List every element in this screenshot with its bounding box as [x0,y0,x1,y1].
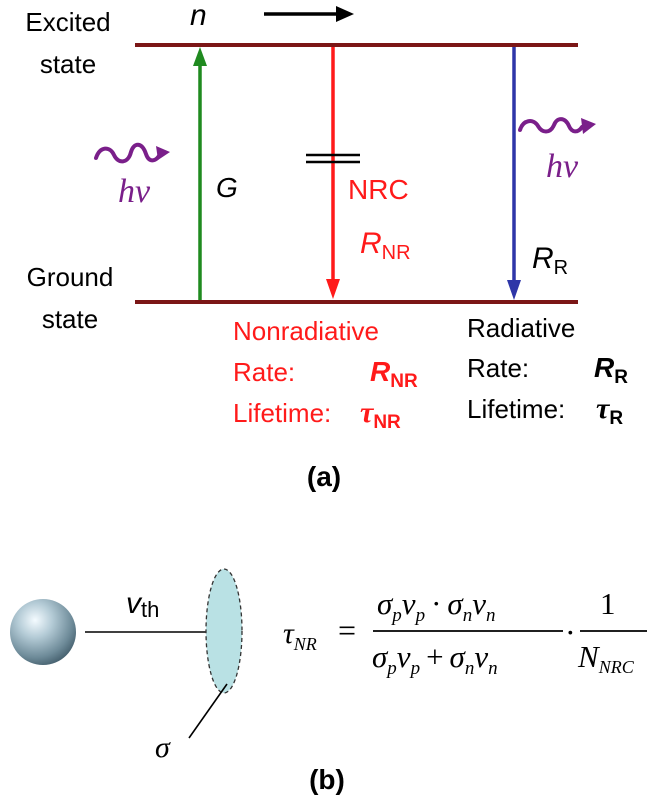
lifetime-equation: τNR = σpvp·σnvn σpvp+σnvn · 1 NNRC [283,586,647,679]
carrier-particle-icon [10,599,76,665]
nonradiative-arrow [326,47,340,299]
nrc-trap-level-icon [306,153,360,164]
equation-one: 1 [600,586,616,621]
ground-label-line2: state [42,304,98,334]
equation-lhs: τNR [283,617,317,654]
photon-left-icon [94,142,162,164]
radiative-title: Radiative [467,313,575,343]
panel-b: vth σ τNR = σpvp·σnvn σpvp+σnvn · 1 NNRC… [10,568,647,795]
panel-a-caption: (a) [307,461,341,492]
radiative-lifetime-value: τR [596,392,623,429]
radiative-info: Radiative Rate: RR Lifetime: τR [467,313,628,429]
excited-label-line2: state [40,49,96,79]
equation-equals: = [338,612,356,648]
photon-right-icon [518,117,584,134]
panel-b-caption: (b) [309,764,345,795]
equation-n-nrc: NNRC [577,639,635,677]
nonradiative-lifetime-value: τNR [360,396,401,433]
sigma-pointer-line [188,683,228,739]
equation-times-dot: · [565,614,576,650]
r-nr-label: RNR [360,227,411,264]
n-direction-arrow [264,6,354,22]
nonradiative-rate-value: RNR [370,356,418,392]
photon-left-arrowhead [156,146,170,160]
capture-cross-section-icon [205,568,243,694]
radiative-rate-value: RR [594,352,628,388]
ground-label-line1: Ground [27,262,114,292]
nrc-label: NRC [348,174,409,205]
photon-left-label: hν [118,173,151,210]
photon-right-arrowhead [581,118,596,134]
sigma-label: σ [155,731,171,764]
velocity-arrow [85,624,220,640]
generation-label: G [216,172,238,203]
excited-label-line1: Excited [25,7,110,37]
equation-denominator: σpvp+σnvn [372,639,498,679]
panel-a: Excited state Ground state n G hν NRC [25,0,628,492]
radiative-lifetime-label: Lifetime: [467,394,565,424]
velocity-label: vth [126,587,159,622]
nonradiative-lifetime-label: Lifetime: [233,398,331,428]
radiative-rate-label: Rate: [467,353,529,383]
n-label: n [190,0,207,32]
generation-arrow [193,47,207,300]
equation-numerator: σpvp·σnvn [377,586,495,626]
nonradiative-rate-label: Rate: [233,357,295,387]
nonradiative-title: Nonradiative [233,316,379,346]
nonradiative-info: Nonradiative Rate: RNR Lifetime: τNR [233,316,418,433]
r-r-label: RR [532,242,568,279]
photon-right-label: hν [546,148,579,185]
radiative-arrow [507,47,521,300]
